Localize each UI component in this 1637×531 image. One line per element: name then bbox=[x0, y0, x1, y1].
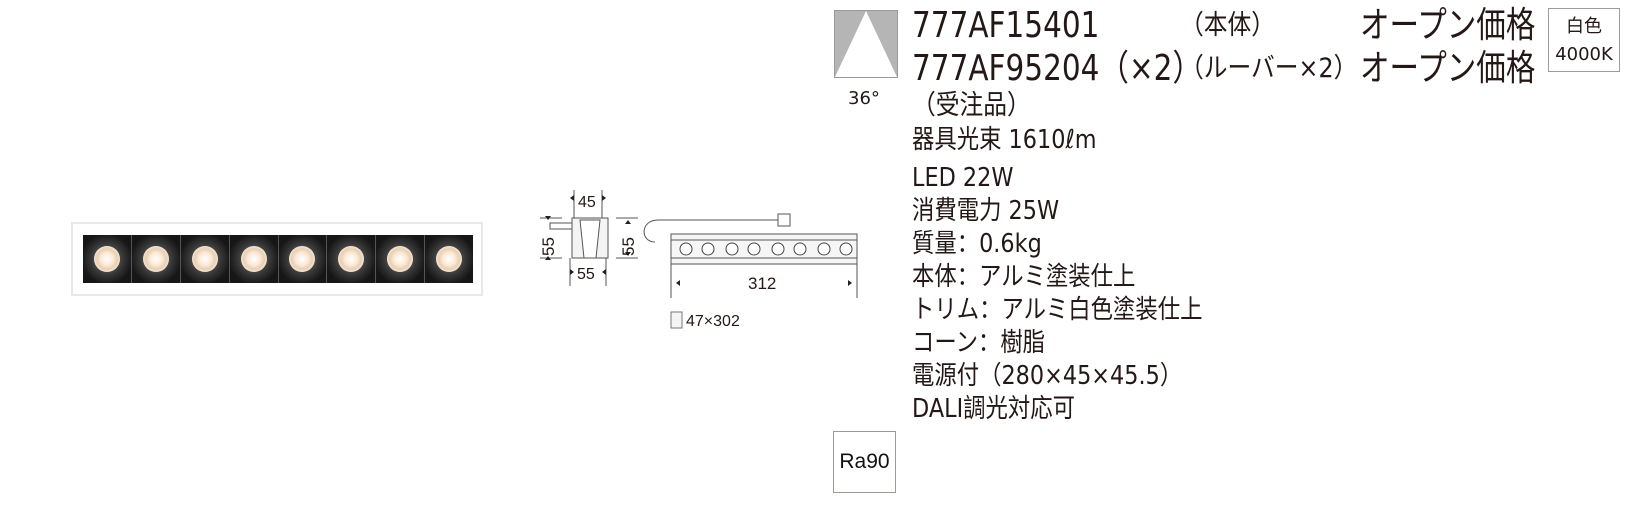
spec-body: 本体：アルミ塗装仕上 bbox=[912, 262, 1136, 292]
led-cell bbox=[376, 235, 426, 283]
dim-height-left: 55 bbox=[540, 237, 558, 256]
drawing-led-circle bbox=[817, 242, 831, 256]
led-cell bbox=[425, 235, 473, 283]
led-lens bbox=[289, 246, 316, 272]
led-lens bbox=[93, 246, 120, 272]
spec-dimming: DALI調光対応可 bbox=[912, 394, 1075, 424]
product-code-2: 777AF95204（×2） bbox=[912, 48, 1202, 89]
product-note-2: （ルーバー×2） bbox=[1180, 53, 1358, 84]
spec-flux: 器具光束 1610ℓm bbox=[912, 125, 1097, 155]
order-note: （受注品） bbox=[912, 90, 1031, 121]
spec-trim: トリム：アルミ白色塗装仕上 bbox=[912, 295, 1203, 325]
spec-led: LED 22W bbox=[912, 163, 1014, 193]
led-cell bbox=[278, 235, 328, 283]
led-lens bbox=[191, 246, 218, 272]
drawing-led-circle bbox=[701, 242, 715, 256]
product-note-1: （本体） bbox=[1180, 10, 1276, 41]
led-lens bbox=[240, 246, 267, 272]
color-temperature-badge: 白色 4000K bbox=[1548, 8, 1620, 72]
drawing-led-circle bbox=[679, 242, 693, 256]
dim-width-top: 45 bbox=[578, 194, 596, 211]
fixture-photo bbox=[71, 222, 483, 296]
led-cell bbox=[327, 235, 377, 283]
led-lens bbox=[142, 246, 169, 272]
dim-length: 312 bbox=[748, 274, 776, 293]
led-lens bbox=[338, 246, 365, 272]
dimension-drawing: 45 55 55 55 312 47×302 bbox=[540, 190, 858, 330]
drawing-led-circle bbox=[725, 242, 739, 256]
product-price-2: オープン価格 bbox=[1360, 48, 1536, 89]
led-cell bbox=[229, 235, 279, 283]
dim-width-bottom: 55 bbox=[577, 266, 595, 283]
product-price-1: オープン価格 bbox=[1360, 5, 1536, 46]
cutout-icon bbox=[670, 311, 683, 329]
drawing-led-circle bbox=[839, 242, 853, 256]
led-cell bbox=[131, 235, 181, 283]
led-lens bbox=[436, 246, 463, 272]
color-kelvin: 4000K bbox=[1555, 44, 1613, 65]
spec-power: 消費電力 25W bbox=[912, 196, 1060, 226]
beam-angle-icon bbox=[834, 10, 898, 78]
ra-badge: Ra90 bbox=[833, 431, 896, 493]
led-cell bbox=[83, 235, 132, 283]
beam-angle-label: 36° bbox=[848, 88, 880, 109]
led-cell bbox=[180, 235, 230, 283]
drawing-led-circle bbox=[771, 242, 785, 256]
spec-power-supply: 電源付（280×45×45.5） bbox=[912, 361, 1183, 391]
spec-weight: 質量：0.6kg bbox=[912, 229, 1042, 259]
cutout-size: 47×302 bbox=[686, 313, 740, 330]
drawing-led-circle bbox=[747, 242, 761, 256]
led-lens bbox=[387, 246, 414, 272]
spec-list: 器具光束 1610ℓm LED 22W 消費電力 25W 質量：0.6kg 本体… bbox=[912, 124, 1250, 426]
product-code-1: 777AF15401 bbox=[912, 5, 1100, 46]
drawing-led-circle bbox=[793, 242, 807, 256]
dim-height-mid: 55 bbox=[619, 237, 638, 256]
spec-cone: コーン：樹脂 bbox=[912, 328, 1046, 358]
led-cells bbox=[83, 235, 473, 283]
color-name: 白色 bbox=[1566, 16, 1602, 37]
